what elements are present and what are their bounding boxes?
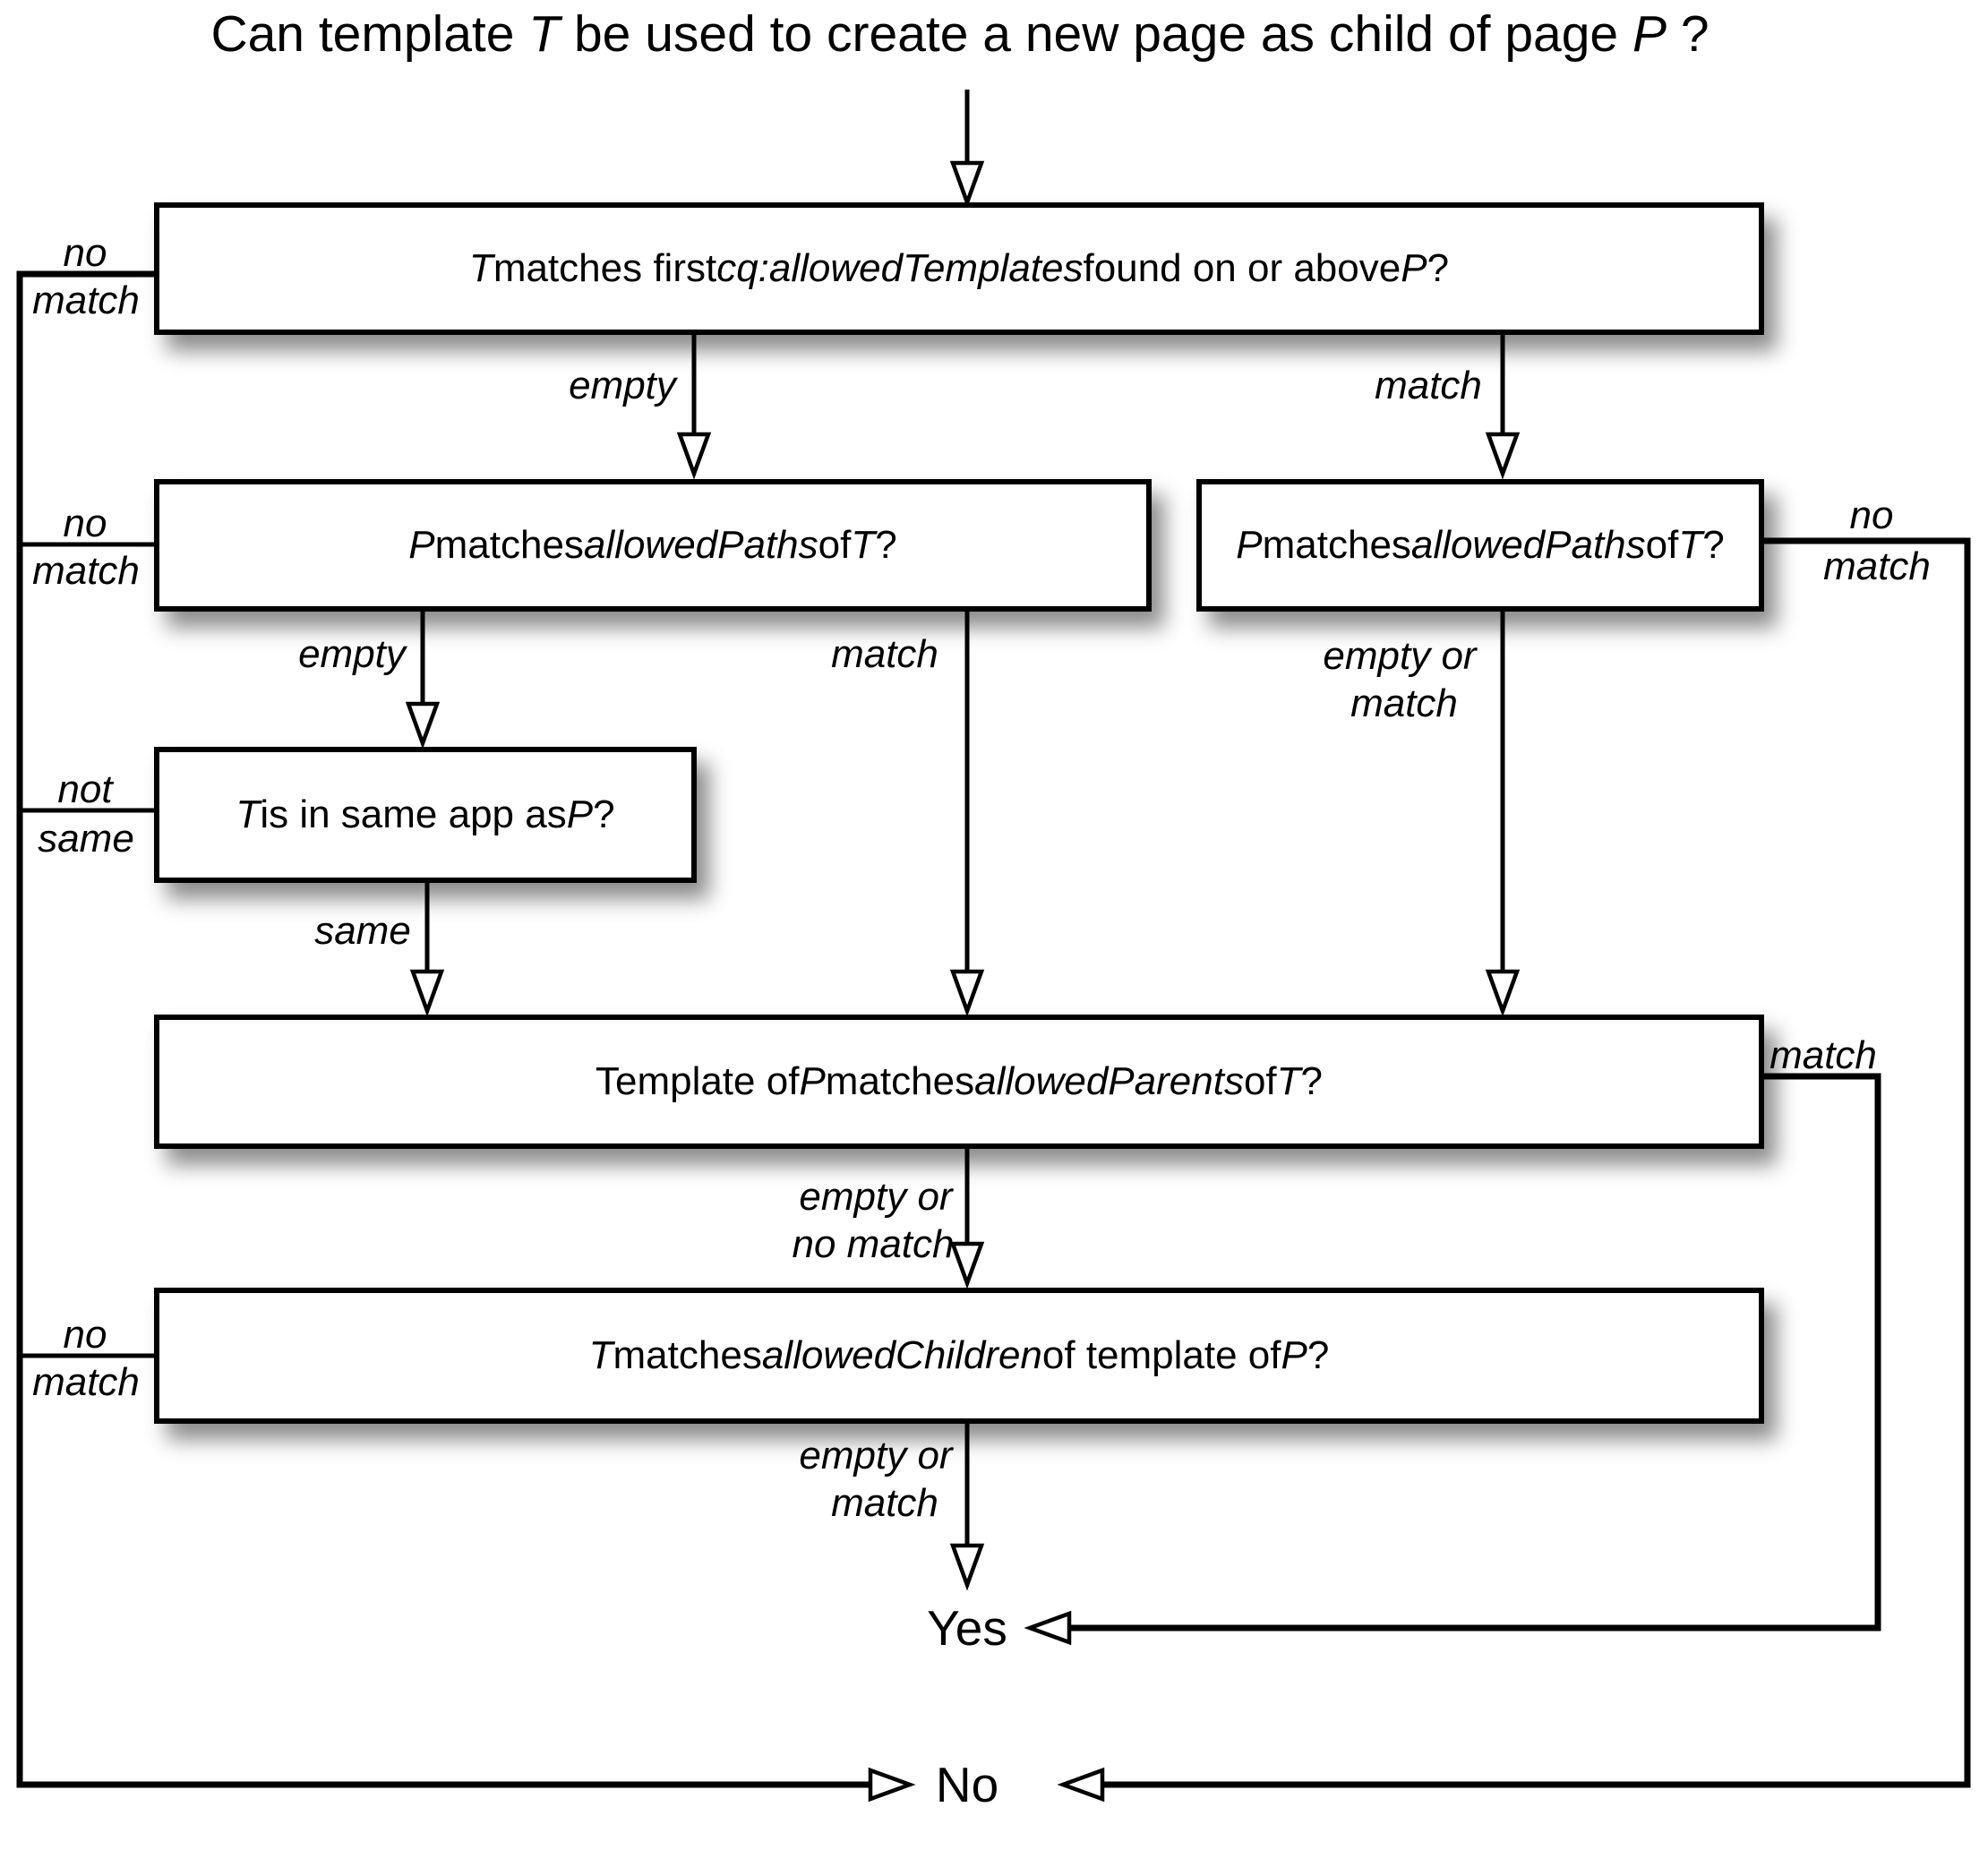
edge-label-parents-match: match [1769, 1033, 1877, 1077]
node-same-app: T is in same app as P ? [154, 747, 697, 883]
edge-label-sameapp-same: same [38, 817, 134, 861]
diagram-title: Can template T be used to create a new p… [210, 5, 1710, 63]
edge-label-sameapp-not: not [57, 767, 113, 811]
edge-label-pright-emptyor-match: match [1350, 681, 1458, 725]
edge-label-same-branch: same [314, 909, 411, 953]
edge-label-pleft-no: no [63, 501, 107, 545]
edge-label-children-emptyor: empty or [799, 1434, 953, 1477]
terminal-yes: Yes [927, 1600, 1007, 1656]
edge-label-children-no: no [63, 1313, 107, 1357]
edge-label-pright-no: no [1849, 493, 1894, 537]
node-allowed-children: T matches allowedChildren of template of… [154, 1288, 1764, 1424]
edge-label-children-emptyor-match: match [831, 1481, 938, 1525]
edge-label-children-match: match [32, 1360, 140, 1404]
edge-label-pleft-match: match [32, 549, 140, 593]
edge-label-pleft-match-branch: match [831, 632, 938, 676]
edge-label-t1-no: no [63, 231, 107, 275]
arrowheads [405, 160, 1521, 1803]
edge-label-pright-emptyor: empty or [1323, 634, 1477, 678]
edge-label-t1-match-branch: match [1375, 364, 1482, 407]
edge-label-t1-match: match [32, 278, 140, 322]
edge-label-pright-match: match [1823, 544, 1931, 588]
node-allowed-paths-left: P matches allowedPaths of T ? [154, 479, 1152, 612]
edge-label-parents-emptyor: empty or [799, 1175, 953, 1219]
edge-label-pleft-empty: empty [298, 632, 406, 676]
node-allowed-paths-right: P matches allowedPaths of T ? [1196, 479, 1764, 612]
node-allowed-parents: Template of P matches allowedParents of … [154, 1015, 1764, 1149]
edge-label-t1-empty: empty [569, 364, 676, 407]
edge-label-parents-nomatch: no match [792, 1222, 955, 1266]
terminal-no: No [935, 1757, 999, 1812]
node-allowed-templates: T matches first cq:allowedTemplates foun… [154, 202, 1764, 335]
